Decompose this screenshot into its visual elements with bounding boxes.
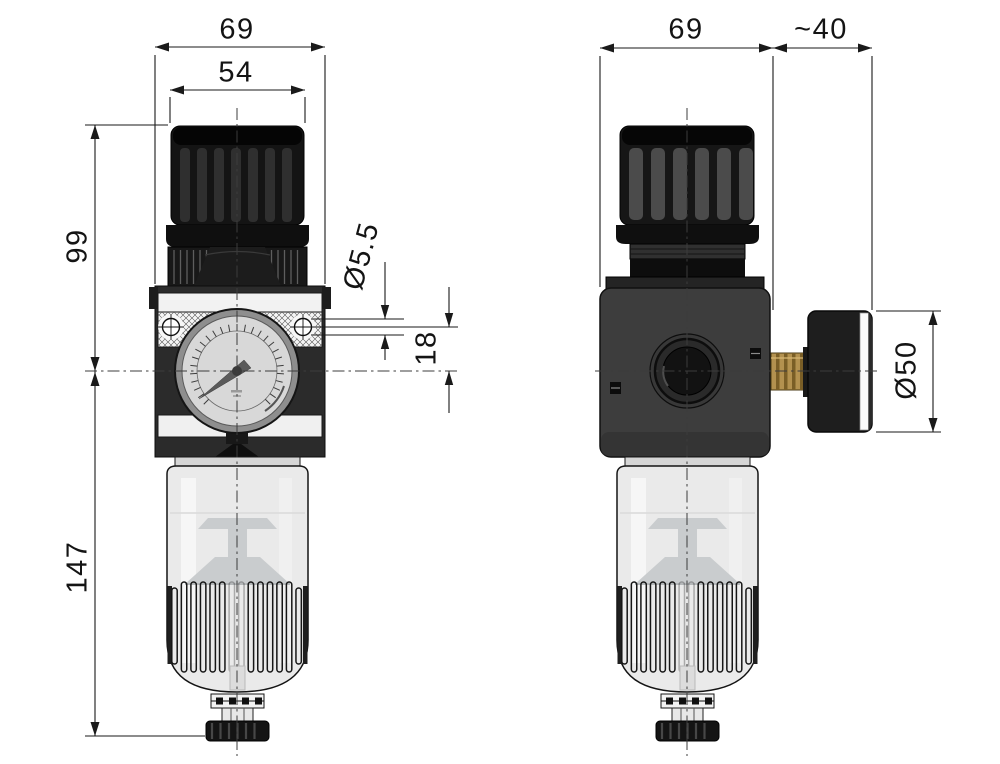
side-view [599,125,873,742]
side-drain-valve [655,693,720,742]
side-adjustment-knob [605,125,765,291]
side-regulator-body [599,287,771,458]
bowl-guard-slots [621,581,753,673]
front-adjustment-knob [166,125,309,287]
gauge-scale-ticks [190,324,284,405]
centerlines [85,108,880,756]
dimension-annotations [85,42,941,737]
front-view [149,125,331,742]
